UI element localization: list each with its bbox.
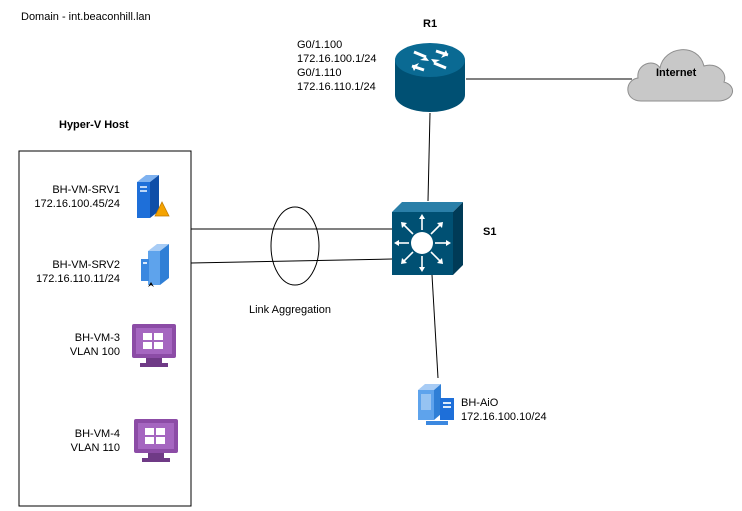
internet-label: Internet <box>656 67 697 79</box>
hyperv-host-title: Hyper-V Host <box>59 119 129 131</box>
cloud-icon <box>627 49 733 102</box>
aio-name: BH-AiO <box>461 397 499 409</box>
vm-detail: 172.16.110.11/24 <box>35 273 120 285</box>
router-icon <box>395 43 465 112</box>
router-ip-2: 172.16.110.1/24 <box>297 81 376 93</box>
link-s1-aio <box>431 274 439 379</box>
aio-detail: 172.16.100.10/24 <box>461 411 547 423</box>
server-icon <box>137 175 170 218</box>
vm-name: BH-VM-SRV1 <box>52 184 120 196</box>
link-r1-s1 <box>427 112 431 202</box>
vm-name: BH-VM-4 <box>74 428 120 440</box>
router-name: R1 <box>423 18 438 30</box>
router-interface-2: G0/1.110 <box>297 67 342 79</box>
link-host-s1-2 <box>190 258 393 264</box>
vm-detail: VLAN 110 <box>70 442 120 454</box>
vm-detail: VLAN 100 <box>69 346 120 358</box>
domain-label: Domain - int.beaconhill.lan <box>21 11 151 23</box>
server-icon <box>141 244 169 287</box>
link-aggregation-label: Link Aggregation <box>249 304 331 316</box>
vm-detail: 172.16.100.45/24 <box>34 198 120 210</box>
link-aggregation-ellipse <box>270 206 320 286</box>
vm-name: BH-VM-SRV2 <box>52 259 120 271</box>
router-ip-1: 172.16.100.1/24 <box>297 53 377 65</box>
windows-monitor-icon <box>134 419 178 462</box>
hyperv-host-box <box>18 150 192 507</box>
workstation-icon <box>418 384 454 425</box>
switch-icon <box>392 202 463 275</box>
switch-name: S1 <box>483 226 497 238</box>
router-interface-1: G0/1.100 <box>297 39 343 51</box>
windows-monitor-icon <box>132 324 176 367</box>
vm-name: BH-VM-3 <box>74 332 120 344</box>
